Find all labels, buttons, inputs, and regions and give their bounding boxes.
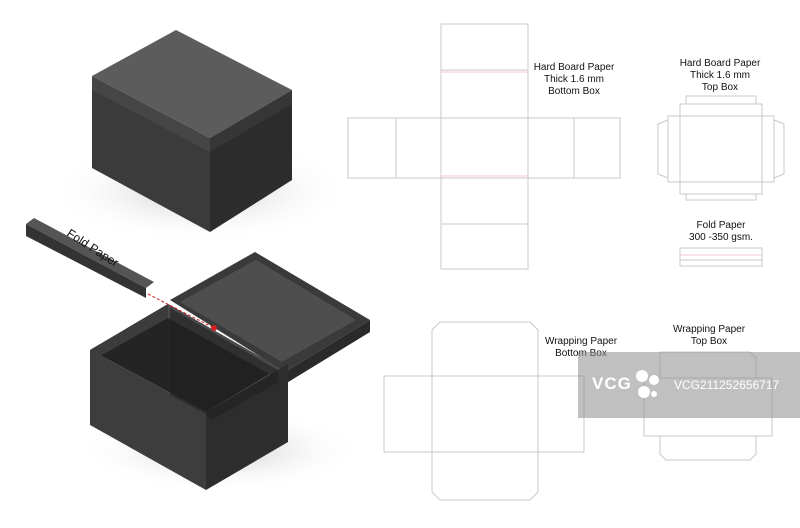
wrap-top-label: Wrapping Paper Top Box <box>664 324 754 348</box>
watermark-id: VCG211252656717 <box>674 378 780 392</box>
lid-rim-front <box>285 320 370 384</box>
fold-paper-spec-label: Fold Paper 300 -350 gsm. <box>676 220 766 244</box>
fold-strip-face <box>26 224 146 298</box>
bottom-board-line-1: Hard Board Paper <box>533 62 615 73</box>
wrap-top-line-2: Top Box <box>690 336 728 347</box>
bottom-board-line-3: Bottom Box <box>548 86 600 97</box>
watermark-swirl-icon <box>636 370 659 398</box>
fold-strip-top <box>26 218 154 288</box>
box-inner-wall-face <box>170 308 278 420</box>
box-interior-side <box>90 304 168 356</box>
lid-inner <box>180 260 356 362</box>
wrap-top-line-1: Wrapping Paper <box>672 324 746 335</box>
closed-box-lid-top <box>92 30 292 138</box>
watermark-banner: VCG VCG211252656717 <box>578 352 800 418</box>
bottom-board-label: Hard Board Paper Thick 1.6 mm Bottom Box <box>526 62 622 98</box>
fold-paper-dieline <box>679 247 763 267</box>
closed-box-lid-left-rim <box>92 76 210 152</box>
fold-marker-dot <box>211 325 217 331</box>
wrap-bottom-dieline <box>383 321 585 501</box>
closed-box-right-face <box>210 100 292 232</box>
closed-box-lid-right-rim <box>210 90 292 152</box>
top-box-dieline <box>657 95 785 201</box>
fold-spec-line-1: Fold Paper <box>696 220 746 231</box>
bottom-board-line-2: Thick 1.6 mm <box>543 74 604 85</box>
top-board-line-1: Hard Board Paper <box>679 58 761 69</box>
top-board-line-3: Top Box <box>701 82 739 93</box>
top-board-line-2: Thick 1.6 mm <box>689 70 750 81</box>
box-right-face <box>206 364 288 490</box>
fold-paper-strip <box>26 218 154 298</box>
box-left-face <box>90 350 206 490</box>
open-box <box>80 252 370 492</box>
closed-box <box>50 30 350 242</box>
fold-spec-line-2: 300 -350 gsm. <box>689 232 753 243</box>
bottom-box-dieline <box>347 23 621 270</box>
closed-box-left-face <box>92 88 210 232</box>
wrap-bottom-line-1: Wrapping Paper <box>544 336 618 347</box>
fold-guide-line <box>147 293 215 329</box>
top-board-label: Hard Board Paper Thick 1.6 mm Top Box <box>672 58 768 94</box>
watermark-logo: VCG <box>592 374 632 393</box>
